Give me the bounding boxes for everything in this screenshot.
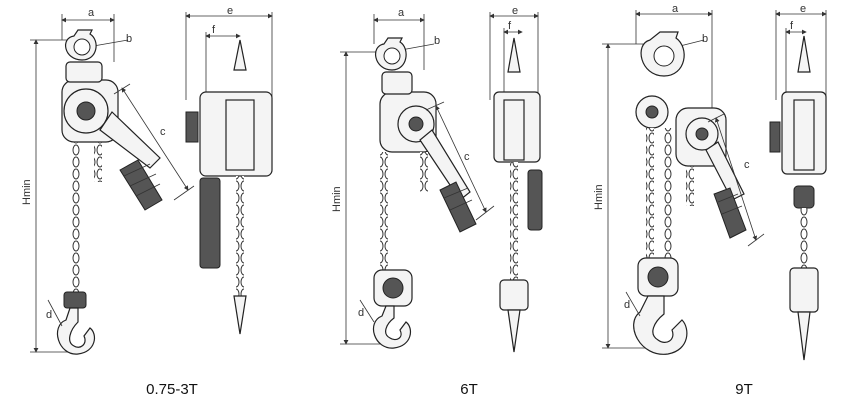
caption-9t: 9T bbox=[735, 381, 753, 398]
model-075-3t-side-view: e f bbox=[185, 5, 273, 335]
dim-a-label: a bbox=[398, 7, 405, 19]
dim-f-label: f bbox=[508, 20, 512, 32]
dim-e-label: e bbox=[512, 5, 518, 17]
dim-e-label: e bbox=[227, 5, 233, 17]
dim-b-label: b bbox=[434, 35, 440, 47]
dim-d-label: d bbox=[624, 299, 630, 311]
model-075-3t-front-view: a Hmin b c d bbox=[21, 7, 195, 355]
model-6t-side-view: e f bbox=[489, 5, 543, 353]
dim-c-label: c bbox=[744, 159, 750, 171]
dim-c-label: c bbox=[464, 151, 470, 163]
dim-hmin-label: Hmin bbox=[331, 186, 343, 212]
dim-b-label: b bbox=[126, 33, 132, 45]
dim-f-label: f bbox=[790, 20, 794, 32]
dim-a-label: a bbox=[672, 3, 679, 15]
model-9t-front-view: a Hmin b c d bbox=[593, 3, 765, 355]
dim-hmin-label: Hmin bbox=[593, 184, 605, 210]
dim-b-label: b bbox=[702, 33, 708, 45]
dim-f-label: f bbox=[212, 24, 216, 36]
dim-c-label: c bbox=[160, 126, 166, 138]
caption-6t: 6T bbox=[460, 381, 478, 398]
dim-a-label: a bbox=[88, 7, 95, 19]
model-6t-front-view: a Hmin b c d bbox=[331, 7, 495, 349]
dim-hmin-label: Hmin bbox=[21, 179, 33, 205]
caption-075-3t: 0.75-3T bbox=[146, 381, 198, 398]
model-9t-side-view: e f bbox=[769, 3, 827, 361]
dim-d-label: d bbox=[358, 307, 364, 319]
dim-d-label: d bbox=[46, 309, 52, 321]
dim-e-label: e bbox=[800, 3, 806, 15]
